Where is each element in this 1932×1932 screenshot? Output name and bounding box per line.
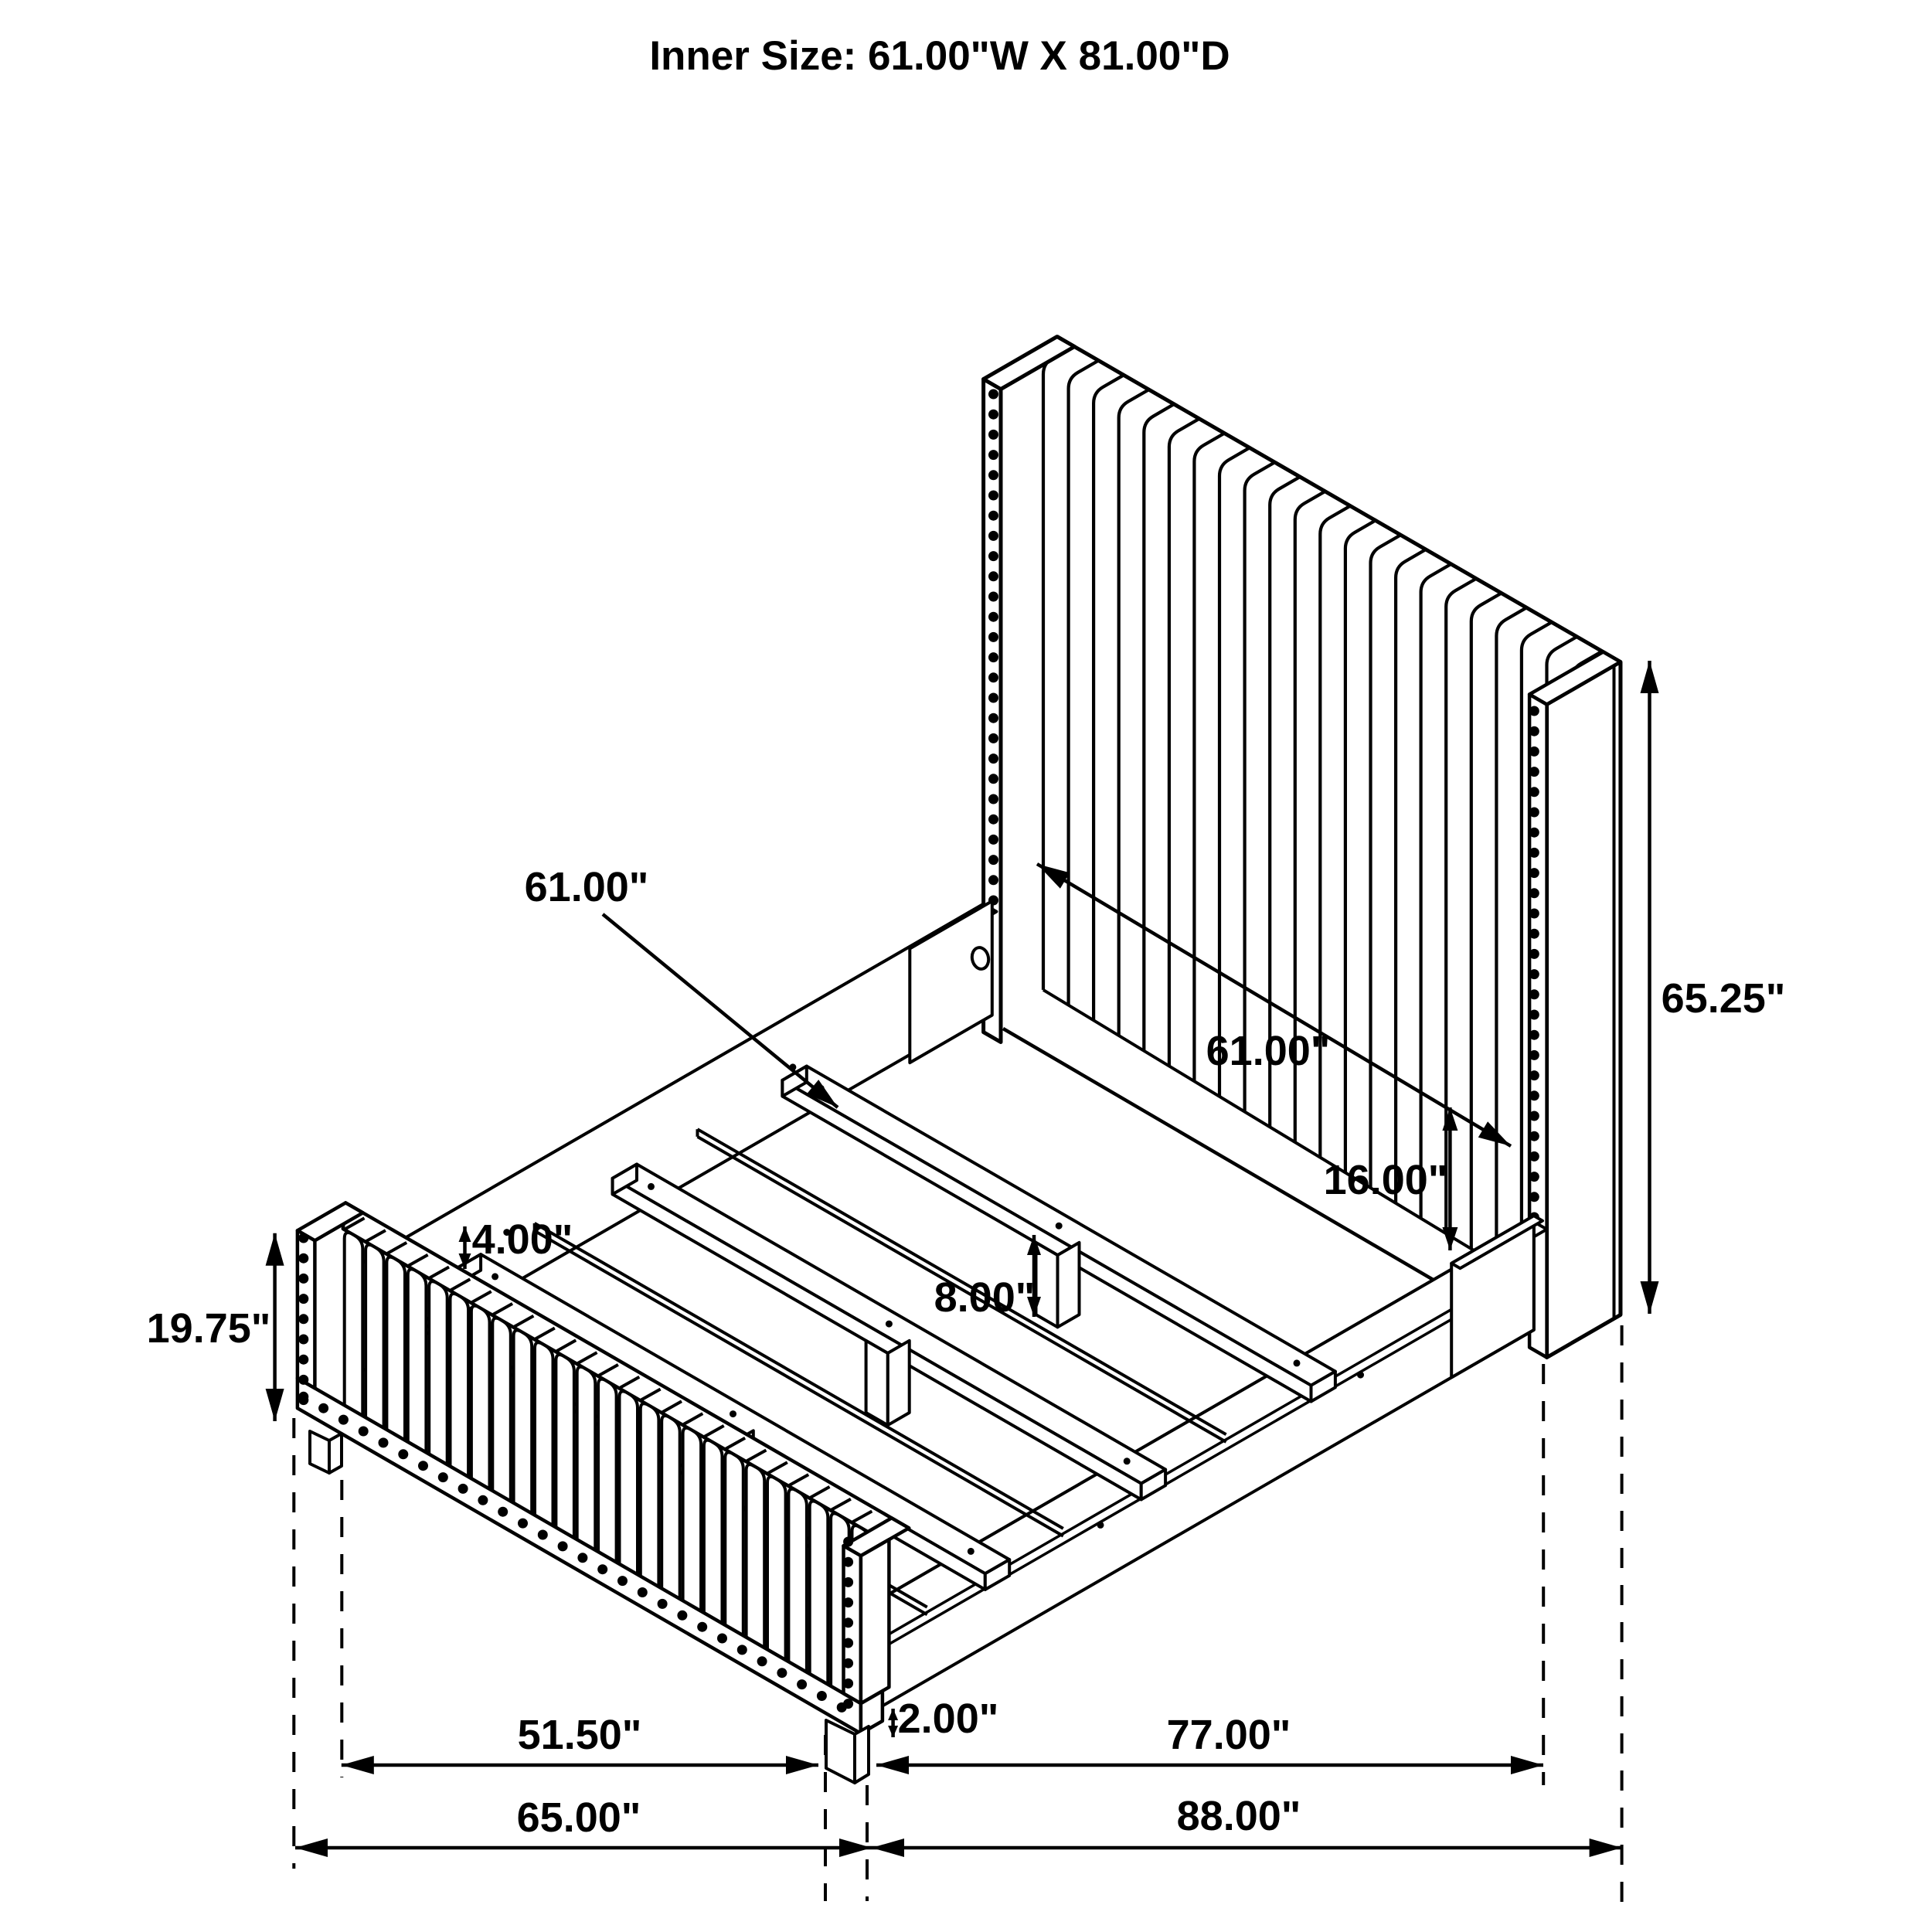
svg-text:65.00": 65.00" [517,1794,641,1841]
svg-text:88.00": 88.00" [1177,1793,1301,1839]
svg-text:61.00": 61.00" [1206,1028,1331,1074]
svg-text:8.00": 8.00" [934,1274,1036,1321]
svg-text:2.00": 2.00" [898,1696,999,1742]
svg-text:61.00": 61.00" [525,864,649,910]
svg-text:77.00": 77.00" [1167,1712,1291,1758]
svg-text:16.00": 16.00" [1324,1157,1448,1203]
svg-text:65.25": 65.25" [1662,975,1786,1022]
svg-text:19.75": 19.75" [147,1305,271,1352]
svg-text:51.50": 51.50" [518,1712,642,1758]
svg-text:Inner Size: 61.00"W X 81.00"D: Inner Size: 61.00"W X 81.00"D [649,33,1230,79]
svg-text:4.00": 4.00" [472,1216,573,1263]
